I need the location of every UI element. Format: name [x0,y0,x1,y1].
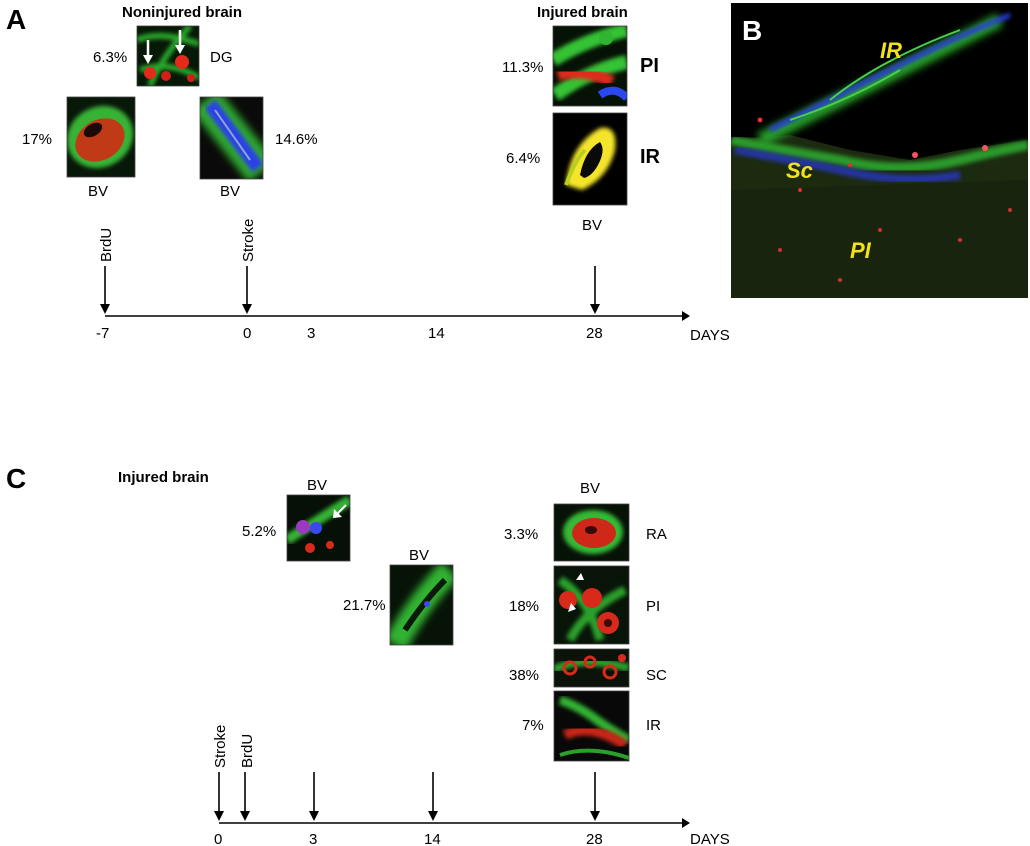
pi-label-c: PI [646,598,660,615]
tick-a-3: 3 [307,325,315,342]
tick-a-1: -7 [96,325,109,342]
bv-day14-label: BV [409,547,429,564]
dg-micrograph [137,26,199,86]
ir-micrograph-a [553,113,627,205]
tick-c-3: 14 [424,831,441,846]
timeline-arrowhead-a [682,311,690,321]
bv-day14-pct: 21.7% [343,597,386,614]
bv-left-label: BV [88,183,108,200]
injured-title-c: Injured brain [118,469,209,486]
pi-pct-a: 11.3% [502,59,543,76]
brdu-event-a: BrdU [98,228,115,262]
sc-pct: 38% [509,667,539,684]
tick-c-1: 0 [214,831,222,846]
days-unit-a: DAYS [690,327,730,344]
b-region-pi: PI [850,238,872,263]
b-region-sc: Sc [786,158,813,183]
b-region-ir: IR [880,38,902,63]
noninjured-title: Noninjured brain [122,4,242,21]
brdu-event-c: BrdU [239,734,256,768]
ir-label-a: IR [640,146,661,168]
bv-day3-label: BV [307,477,327,494]
micrograph-frames [66,25,630,762]
injured-bv-label-a: BV [582,217,602,234]
panel-a-letter: A [6,4,26,35]
bv-right-pct: 14.6% [275,131,318,148]
ir-micrograph-c [554,691,629,761]
bv-day3-pct: 5.2% [242,523,276,540]
tick-a-2: 0 [243,325,251,342]
stroke-event-a: Stroke [240,219,257,262]
ra-pct: 3.3% [504,526,538,543]
timeline-arrowhead-c [682,818,690,828]
days-unit-c: DAYS [690,831,730,846]
pi-micrograph-c [554,566,629,644]
stroke-event-c: Stroke [212,725,229,768]
day28-bv-label: BV [580,480,600,497]
bv-day14-micrograph [390,565,453,645]
ir-pct-c: 7% [522,717,544,734]
sc-label: SC [646,667,667,684]
injured-title-a: Injured brain [537,4,628,21]
tick-a-4: 14 [428,325,445,342]
panel-b-micrograph [731,3,1028,298]
pi-micrograph-a [553,26,627,106]
ir-label-c: IR [646,717,661,734]
tick-a-5: 28 [586,325,603,342]
dg-pct: 6.3% [93,49,127,66]
pi-pct-c: 18% [509,598,539,615]
ir-pct-a: 6.4% [506,150,540,167]
tick-c-2: 3 [309,831,317,846]
ra-label: RA [646,526,667,543]
panel-b-letter: B [742,15,762,46]
bv-left-pct: 17% [22,131,52,148]
bv-right-micrograph [200,97,263,179]
panel-c-letter: C [6,463,26,494]
bv-left-micrograph [67,97,135,177]
bv-day3-micrograph [287,495,350,561]
ra-micrograph [554,504,629,561]
sc-micrograph [554,649,629,687]
dg-label: DG [210,49,233,66]
bv-right-label: BV [220,183,240,200]
tick-c-4: 28 [586,831,603,846]
pi-label-a: PI [640,55,659,77]
